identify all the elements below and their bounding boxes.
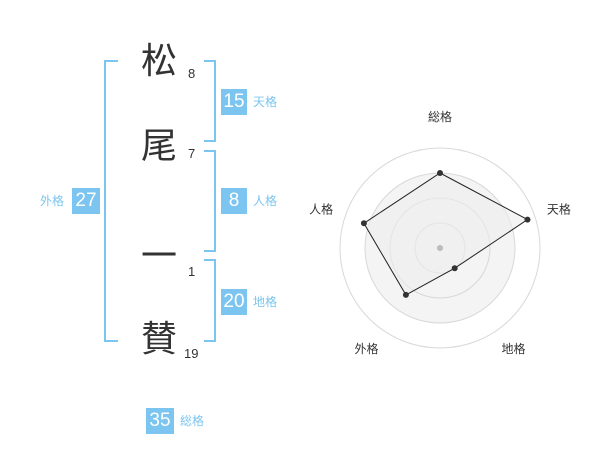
- jinkaku-label: 人格: [253, 194, 278, 208]
- radar-point: [437, 170, 443, 176]
- radar-axis-label: 人格: [309, 201, 333, 216]
- radar-point: [524, 216, 531, 223]
- name-char-2: 尾: [141, 126, 178, 167]
- jinkaku-bracket: [204, 150, 216, 252]
- soukaku-label: 総格: [180, 414, 205, 428]
- radar-ring: [339, 147, 541, 349]
- gaikaku-label: 外格: [40, 194, 65, 208]
- chikaku-bracket: [204, 259, 216, 342]
- radar-axis-label: 総格: [428, 109, 452, 124]
- tenkaku-label: 天格: [253, 95, 278, 109]
- gaikaku-bracket: [104, 60, 118, 342]
- radar-center: [437, 245, 443, 251]
- tenkaku-bracket: [204, 60, 216, 142]
- name-char-1: 松: [141, 41, 178, 82]
- radar-point: [402, 291, 409, 298]
- gaikaku-score: 27: [72, 188, 100, 214]
- radar-axis-label: 天格: [547, 201, 571, 216]
- tenkaku-score: 15: [221, 89, 247, 115]
- radar-point: [360, 220, 367, 227]
- stroke-count-4: 19: [184, 346, 199, 361]
- radar-polygon: [363, 172, 529, 296]
- radar-axis-label: 外格: [355, 341, 379, 356]
- jinkaku-score: 8: [221, 188, 247, 214]
- stroke-count-3: 1: [188, 264, 196, 279]
- stroke-count-2: 7: [188, 146, 196, 161]
- soukaku-score: 35: [146, 408, 174, 434]
- name-char-3: 一: [141, 236, 178, 277]
- radar-axis-label: 地格: [501, 341, 525, 356]
- name-char-4: 賛: [141, 319, 178, 360]
- radar-point: [451, 265, 458, 272]
- chikaku-label: 地格: [253, 295, 278, 309]
- stroke-count-1: 8: [188, 66, 196, 81]
- chikaku-score: 20: [221, 289, 247, 315]
